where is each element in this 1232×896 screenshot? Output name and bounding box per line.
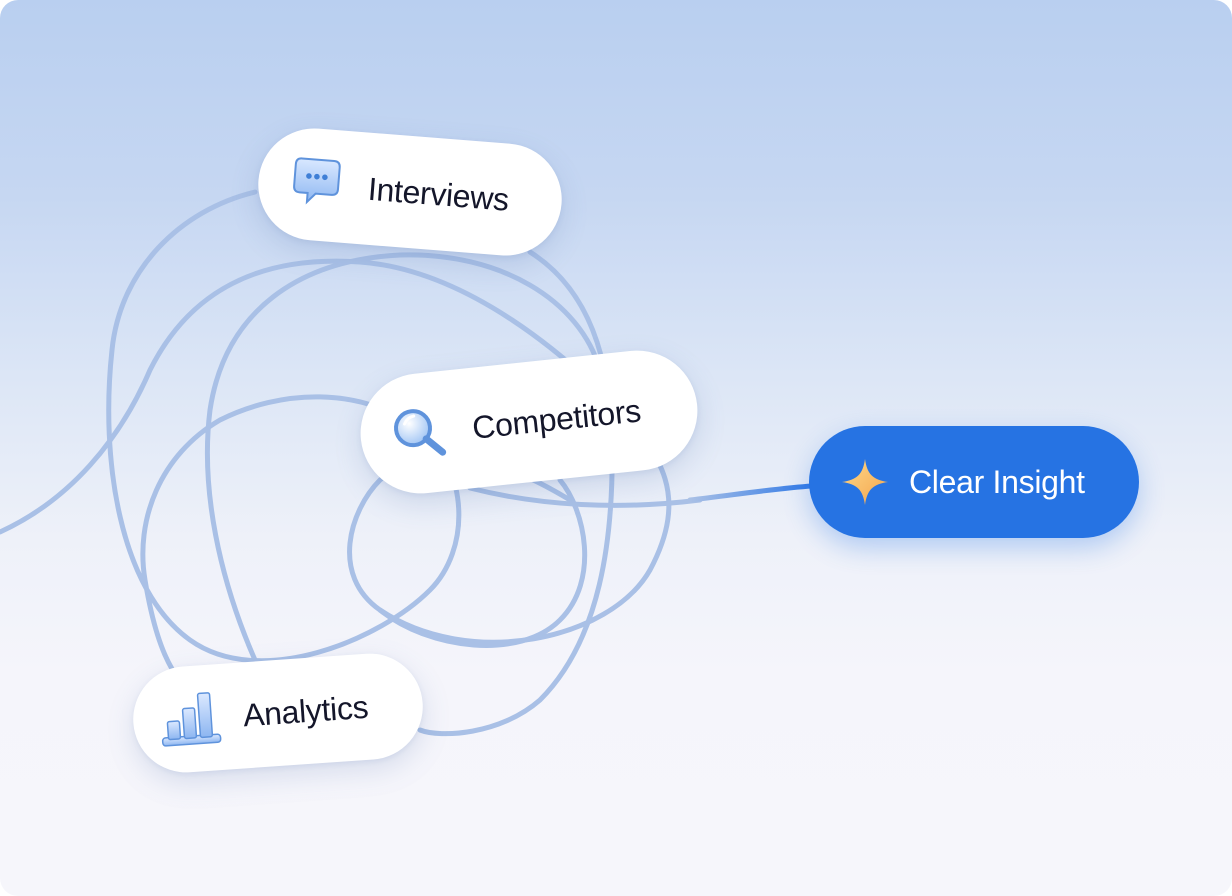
interviews-label: Interviews xyxy=(366,170,511,218)
tangle-line xyxy=(0,258,672,645)
tangle-line xyxy=(204,252,603,663)
clear-insight-node[interactable]: Clear Insight xyxy=(809,426,1139,538)
analytics-node[interactable]: Analytics xyxy=(129,650,427,776)
chat-bubble-icon xyxy=(284,153,346,215)
analytics-label: Analytics xyxy=(241,688,370,733)
insight-connector xyxy=(687,483,815,503)
sparkle-icon xyxy=(839,456,891,508)
competitors-node[interactable]: Competitors xyxy=(354,344,704,500)
tangle-line xyxy=(106,189,462,703)
clear-insight-label: Clear Insight xyxy=(909,463,1085,500)
interviews-node[interactable]: Interviews xyxy=(254,124,566,260)
tangle-line xyxy=(417,249,615,737)
tangle-line xyxy=(467,485,703,508)
magnifier-icon xyxy=(386,399,454,467)
bar-chart-icon xyxy=(155,684,225,754)
competitors-label: Competitors xyxy=(470,391,643,446)
tangle-line xyxy=(377,477,588,648)
